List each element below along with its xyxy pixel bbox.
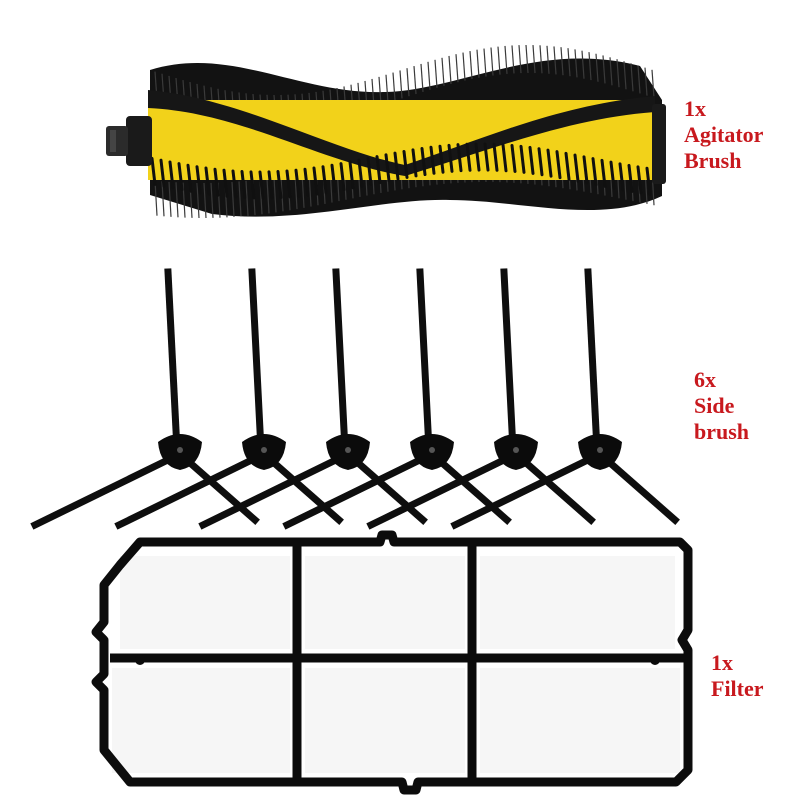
agitator-brush-quantity: 1x (684, 96, 706, 121)
filter-pad (120, 556, 290, 649)
agitator-brush-label-line2: Brush (684, 148, 742, 173)
side-brush-label-line1: Side (694, 393, 735, 418)
side-brush-icon (282, 268, 512, 530)
side-brush-group (30, 268, 680, 530)
filter-pad (305, 556, 465, 649)
side-brush-icon (114, 268, 344, 530)
filter-icon (91, 530, 693, 795)
filter-pad (305, 668, 465, 773)
filter-frame (91, 530, 693, 795)
filter-quantity: 1x (711, 650, 733, 675)
filter-pad (480, 668, 680, 773)
side-brush-icon (30, 268, 260, 530)
spiral-flap (148, 90, 655, 176)
left-end-cap (106, 116, 152, 166)
filter-pad (480, 556, 675, 649)
filter-pad (112, 668, 290, 773)
yellow-core (148, 100, 655, 180)
filter-label: 1x Filter (711, 650, 764, 702)
side-brush-icon (450, 268, 680, 530)
side-brush-label-line2: brush (694, 419, 750, 444)
agitator-brush-label-line1: Agitator (684, 122, 764, 147)
right-end-cap (652, 104, 666, 184)
agitator-brush-icon (106, 44, 666, 219)
side-brush-quantity: 6x (694, 367, 716, 392)
filter-label-line1: Filter (711, 676, 764, 701)
side-brush-icon (198, 268, 428, 530)
agitator-brush-label: 1x Agitator Brush (684, 96, 763, 174)
side-brush-icon (366, 268, 596, 530)
side-brush-label: 6x Side brush (694, 367, 749, 445)
